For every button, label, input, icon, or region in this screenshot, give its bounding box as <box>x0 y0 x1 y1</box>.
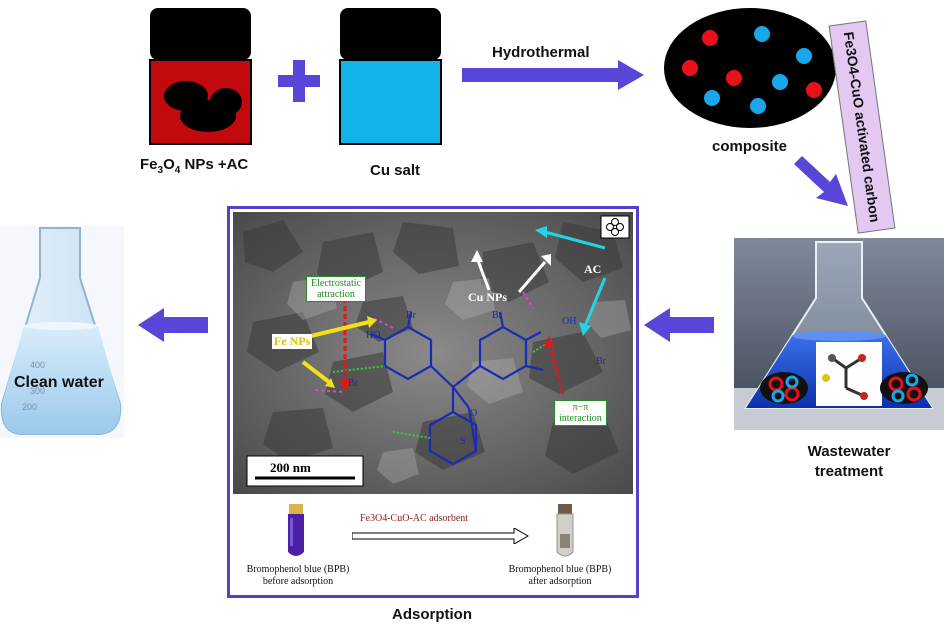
fe-nps-label: Fe NPs <box>272 334 313 349</box>
flask-mark-300: 300 <box>30 386 46 396</box>
fe3o4-ac-label: Fe3O4 NPs +AC <box>140 156 249 176</box>
hydrothermal-arrow <box>462 60 646 90</box>
adsorbent-arrow <box>351 527 530 545</box>
arrow-to-adsorption <box>644 308 714 342</box>
oh-label: OH <box>562 316 577 327</box>
br-label-4: Br <box>348 378 358 389</box>
clean-water-flask-image <box>0 226 124 438</box>
scale-bar-label: 200 nm <box>270 460 311 475</box>
composite-oval <box>662 6 838 130</box>
hydrothermal-label: Hydrothermal <box>492 44 590 61</box>
fe3o4-ac-jar <box>148 6 253 146</box>
ac-label: AC <box>584 262 602 276</box>
flask-mark-200: 200 <box>22 402 38 412</box>
electrostatic-label: Electrostatic attraction <box>306 276 366 302</box>
cu-nps-label: Cu NPs <box>468 290 508 304</box>
adsorption-label: Adsorption <box>392 606 472 623</box>
flask-mark-400: 400 <box>30 360 46 370</box>
after-caption-line2: after adsorption <box>528 576 592 587</box>
after-caption-line1: Bromophenol blue (BPB) <box>508 564 612 575</box>
after-caption: Bromophenol blue (BPB) after adsorption <box>498 564 622 588</box>
s-label: S <box>460 436 466 447</box>
arrow-to-wastewater <box>792 154 852 210</box>
br-label-1: Br <box>406 310 416 321</box>
clean-water-label: Clean water <box>14 374 104 391</box>
br-label-2: Br <box>492 310 502 321</box>
vial-after <box>555 504 575 560</box>
wastewater-line1: Wastewater <box>807 443 891 460</box>
before-caption: Bromophenol blue (BPB) before adsorption <box>236 564 360 588</box>
wastewater-label: Wastewater treatment <box>794 442 904 482</box>
ho-label: HO <box>366 330 381 341</box>
tem-image <box>233 212 633 494</box>
plus-icon <box>276 58 322 104</box>
wastewater-flask-image <box>734 238 944 430</box>
vial-before <box>286 504 306 560</box>
arrow-to-clean-water <box>138 308 208 342</box>
before-caption-line1: Bromophenol blue (BPB) <box>246 564 350 575</box>
wastewater-line2: treatment <box>814 463 884 480</box>
before-caption-line2: before adsorption <box>262 576 334 587</box>
composite-label: composite <box>712 138 788 155</box>
cu-salt-label: Cu salt <box>370 162 421 179</box>
o-label: O <box>470 408 478 419</box>
br-label-3: Br <box>596 356 606 367</box>
adsorbent-label: Fe3O4-CuO-AC adsorbent <box>360 513 469 524</box>
cu-salt-jar <box>338 6 443 146</box>
pi-pi-label: π−π interaction <box>554 400 607 426</box>
